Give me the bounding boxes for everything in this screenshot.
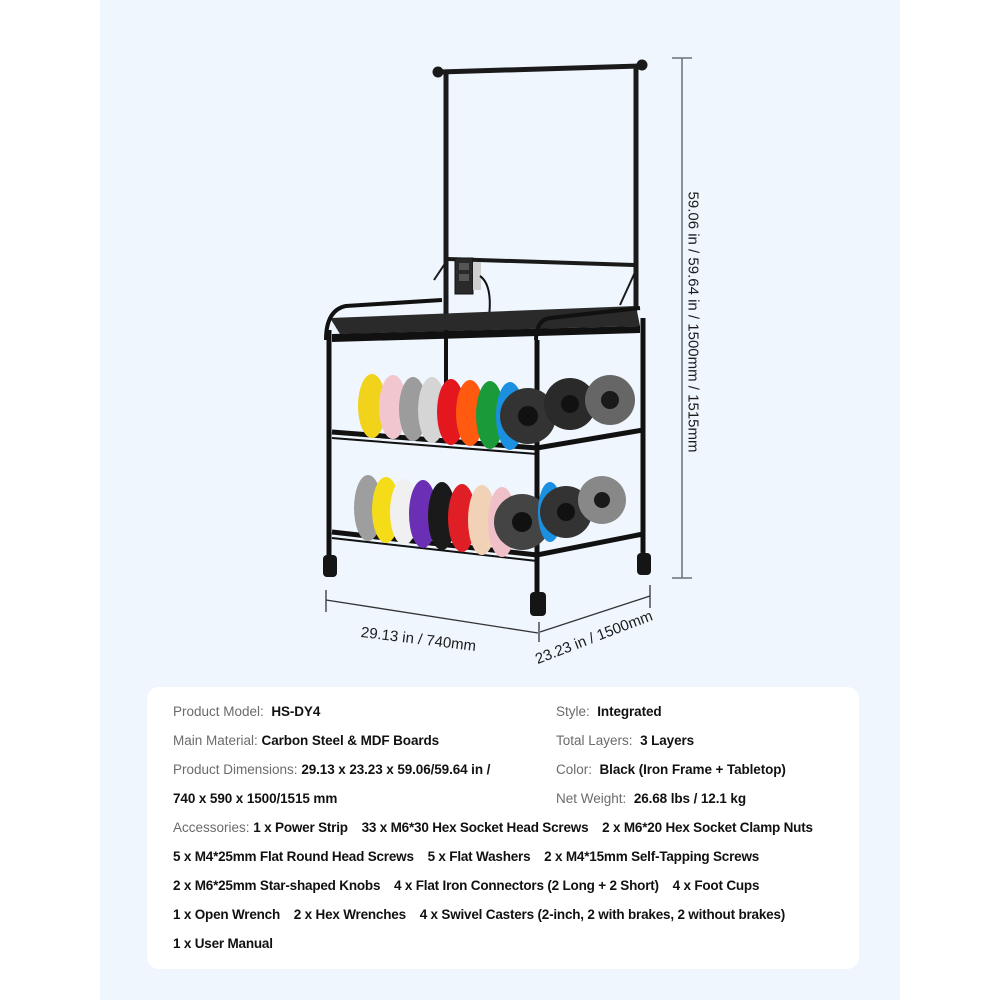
tabletop	[324, 298, 641, 342]
accessory-item: 2 x Hex Wrenches	[293, 907, 406, 922]
accessory-item: 33 x M6*30 Hex Socket Head Screws	[361, 820, 589, 835]
lower-spools	[354, 475, 626, 557]
width-dimension-line	[325, 590, 540, 642]
spec-label: Main Material:	[173, 733, 258, 748]
product-image-filament-cart	[323, 57, 692, 642]
spec-label: Total Layers:	[556, 733, 633, 748]
accessory-item: 1 x Power Strip	[253, 820, 348, 835]
accessories-line-4: 1 x Open Wrench 2 x Hex Wrenches 4 x Swi…	[173, 906, 795, 924]
casters	[323, 553, 651, 616]
spec-value: 740 x 590 x 1500/1515 mm	[173, 791, 338, 806]
accessory-item: 4 x Swivel Casters (2-inch, 2 with brake…	[419, 907, 786, 922]
accessory-item: 1 x User Manual	[173, 936, 273, 951]
cart-legs	[326, 318, 646, 600]
accessory-item: 4 x Flat Iron Connectors (2 Long + 2 Sho…	[394, 878, 659, 893]
accessories-line-5: 1 x User Manual	[173, 935, 283, 953]
spec-product-dimensions: Product Dimensions: 29.13 x 23.23 x 59.0…	[173, 761, 490, 779]
accessories-line-2: 5 x M4*25mm Flat Round Head Screws 5 x F…	[173, 848, 769, 866]
spec-value: 26.68 lbs / 12.1 kg	[633, 791, 746, 806]
spec-value: Carbon Steel & MDF Boards	[261, 733, 440, 748]
accessory-item: 2 x M6*25mm Star-shaped Knobs	[173, 878, 381, 893]
spec-label: Style:	[556, 704, 590, 719]
accessories-line-1: Accessories: 1 x Power Strip 33 x M6*30 …	[173, 819, 823, 837]
spec-value: Black (Iron Frame + Tabletop)	[599, 762, 786, 777]
accessory-item: 5 x M4*25mm Flat Round Head Screws	[173, 849, 414, 864]
spec-net-weight: Net Weight: 26.68 lbs / 12.1 kg	[556, 790, 746, 808]
spec-card: Product Model: HS-DY4 Main Material: Car…	[147, 687, 859, 969]
spec-style: Style: Integrated	[556, 703, 662, 721]
spec-color: Color: Black (Iron Frame + Tabletop)	[556, 761, 786, 779]
accessory-item: 1 x Open Wrench	[173, 907, 281, 922]
spec-label: Product Dimensions:	[173, 762, 298, 777]
upper-spools	[358, 374, 635, 450]
height-dimension-line	[672, 57, 692, 579]
spec-label: Product Model:	[173, 704, 264, 719]
spec-value: HS-DY4	[271, 704, 321, 719]
accessory-item: 4 x Foot Cups	[672, 878, 760, 893]
spec-label: Net Weight:	[556, 791, 627, 806]
spec-total-layers: Total Layers: 3 Layers	[556, 732, 694, 750]
height-dimension-label: 59.06 in / 59.64 in / 1500mm / 1515mm	[684, 191, 702, 453]
spec-main-material: Main Material: Carbon Steel & MDF Boards	[173, 732, 439, 750]
spec-value: 29.13 x 23.23 x 59.06/59.64 in /	[301, 762, 491, 777]
accessory-item: 5 x Flat Washers	[427, 849, 531, 864]
upper-shelf	[331, 427, 644, 455]
accessory-item: 2 x M4*15mm Self-Tapping Screws	[544, 849, 760, 864]
spec-value: Integrated	[597, 704, 662, 719]
spec-product-dimensions-mm: 740 x 590 x 1500/1515 mm	[173, 790, 337, 808]
top-frame	[432, 59, 648, 320]
accessory-item: 2 x M6*20 Hex Socket Clamp Nuts	[602, 820, 813, 835]
power-strip	[454, 257, 491, 325]
spec-value: 3 Layers	[640, 733, 695, 748]
accessories-line-3: 2 x M6*25mm Star-shaped Knobs 4 x Flat I…	[173, 877, 769, 895]
spec-label: Color:	[556, 762, 593, 777]
spec-product-model: Product Model: HS-DY4	[173, 703, 320, 721]
depth-dimension-line	[539, 585, 651, 633]
accessories-label: Accessories:	[173, 820, 250, 835]
